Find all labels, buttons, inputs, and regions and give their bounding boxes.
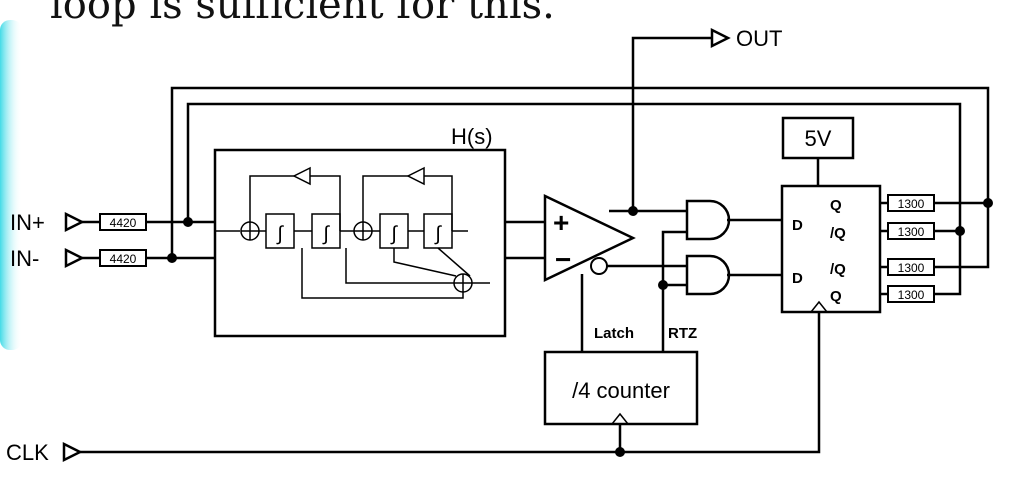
ff-qbar-bottom: /Q [830, 261, 846, 278]
counter-block: /4 counter [543, 350, 699, 426]
feedback-wires [170, 86, 990, 258]
in-plus-input: IN+ 4420 [10, 210, 215, 235]
rtz-label: RTZ [668, 325, 697, 342]
in-minus-label: IN- [10, 246, 39, 271]
counter-label: /4 counter [572, 378, 670, 403]
and-gate-top [685, 199, 731, 241]
and-gate-bottom [685, 254, 731, 296]
ff-q-top: Q [830, 197, 842, 214]
left-glow-decoration [0, 20, 22, 350]
resistor-qbar1-value: 1300 [898, 225, 925, 239]
in-plus-label: IN+ [10, 210, 45, 235]
out-port: OUT [631, 26, 782, 211]
integrator-1-symbol: ∫ [276, 223, 284, 245]
comparator-plus-sign: + [553, 207, 569, 238]
integrator-4-symbol: ∫ [434, 223, 442, 245]
latch-label: Latch [594, 325, 634, 342]
supply-5v: 5V [781, 116, 855, 186]
supply-label: 5V [805, 126, 832, 151]
resistor-in-minus-value: 4420 [110, 252, 137, 266]
integrator-3-symbol: ∫ [390, 223, 398, 245]
flip-flop: D D Q /Q /Q Q [780, 184, 882, 314]
output-resistors: 1300 1300 1300 1300 [880, 194, 993, 303]
loop-filter-block: H(s) ∫ ∫ ∫ ∫ [213, 124, 507, 338]
clk-input: CLK [6, 312, 821, 465]
resistor-q1-value: 1300 [898, 197, 925, 211]
integrator-2-symbol: ∫ [322, 223, 330, 245]
caption-text: loop is sufficient for this. [50, 0, 555, 28]
out-label: OUT [736, 26, 782, 51]
ff-qbar-top: /Q [830, 225, 846, 242]
resistor-in-plus-value: 4420 [110, 216, 137, 230]
ff-d-top: D [792, 217, 803, 234]
resistor-qbar2-value: 1300 [898, 261, 925, 275]
comparator-minus-sign: − [555, 244, 571, 275]
in-minus-input: IN- 4420 [10, 246, 215, 271]
ff-q-bottom: Q [830, 288, 842, 305]
comparator: + − [543, 194, 636, 282]
resistor-q2-value: 1300 [898, 288, 925, 302]
ff-d-bottom: D [792, 270, 803, 287]
clk-label: CLK [6, 440, 49, 465]
hs-label: H(s) [451, 124, 493, 149]
